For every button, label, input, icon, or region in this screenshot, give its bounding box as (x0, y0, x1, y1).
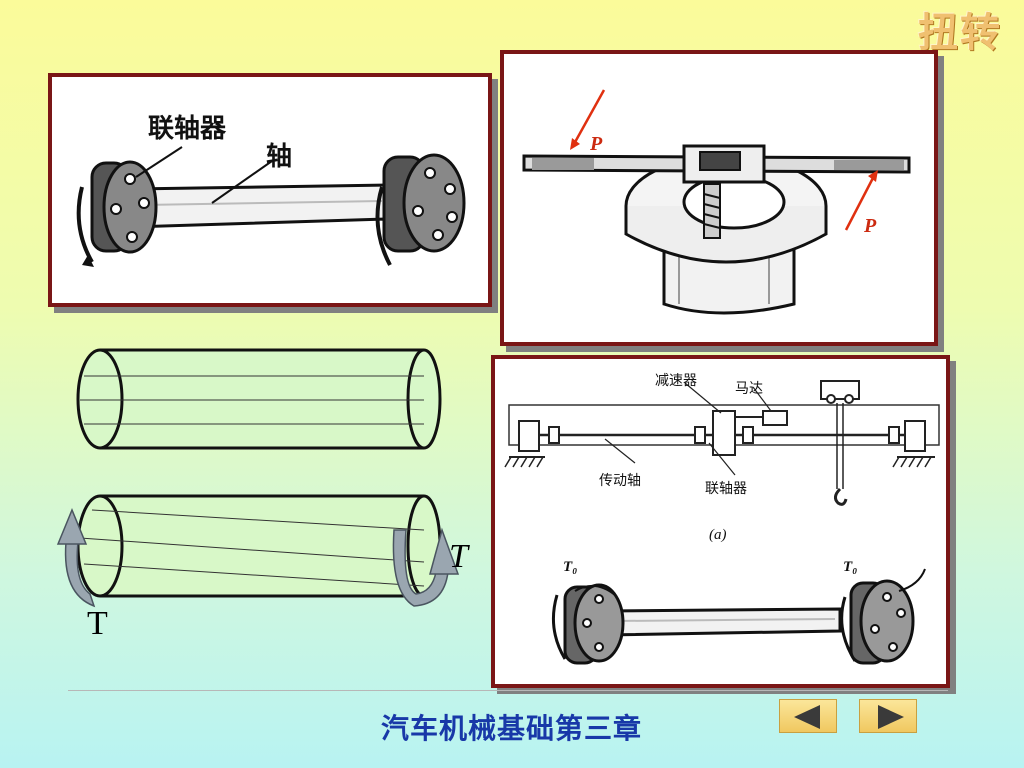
label-reducer: 减速器 (655, 373, 697, 389)
label-motor: 马达 (735, 381, 763, 397)
torque-arrow-right (392, 527, 460, 607)
left-coupling (76, 160, 158, 267)
force-label-top: P (589, 133, 603, 155)
footer-divider (68, 690, 948, 691)
right-coupling (375, 153, 466, 266)
crane-drive-figure: 减速器 马达 传动轴 联轴器 (a) T₀ T₀ (491, 355, 950, 688)
coupling-shaft-figure: 联轴器 轴 (48, 73, 492, 307)
label-coupling: 联轴器 (148, 114, 227, 144)
cylinder-undeformed (76, 348, 442, 450)
label-subfigure: (a) (709, 527, 727, 543)
triangle-left-icon (794, 705, 820, 729)
force-arrow-top (572, 89, 606, 145)
lower-right-coupling (840, 568, 926, 665)
label-torque-right: T₀ (843, 559, 857, 575)
label-drive-shaft: 传动轴 (599, 473, 641, 489)
torque-label-right: T (449, 538, 468, 575)
label-coupling-crane: 联轴器 (705, 481, 747, 497)
lower-left-coupling (551, 583, 625, 665)
wrench-figure: P P (500, 50, 938, 346)
force-label-bottom: P (863, 215, 877, 237)
label-shaft: 轴 (266, 142, 292, 172)
torque-arrow-left (56, 508, 96, 608)
slide-title: 扭转 (918, 9, 1002, 56)
footer-chapter-title: 汽车机械基础第三章 (381, 712, 643, 745)
torsion-cylinders (56, 348, 460, 608)
cylinder-twisted (76, 494, 442, 598)
triangle-right-icon (878, 705, 904, 729)
prev-slide-button[interactable] (779, 699, 837, 733)
torque-label-left: T (87, 605, 108, 642)
force-arrow-bottom (844, 175, 876, 231)
label-torque-left: T₀ (563, 559, 577, 575)
next-slide-button[interactable] (859, 699, 917, 733)
